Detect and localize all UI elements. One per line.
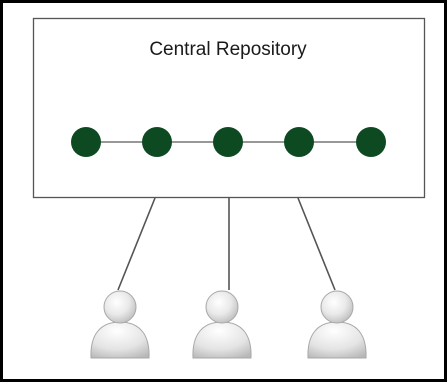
user-icons [90, 290, 367, 359]
commit-node-4 [284, 127, 314, 157]
connection-line-3 [297, 197, 336, 291]
commit-node-2 [142, 127, 172, 157]
repository-box [32, 17, 426, 199]
user-icon-1 [90, 290, 150, 359]
commit-nodes [71, 127, 386, 157]
user-icon-2 [192, 290, 252, 359]
commit-node-5 [356, 127, 386, 157]
user-icon-3 [307, 290, 367, 359]
commit-node-1 [71, 127, 101, 157]
commit-node-3 [213, 127, 243, 157]
connection-line-1 [117, 197, 156, 291]
repository-title: Central Repository [149, 39, 307, 60]
